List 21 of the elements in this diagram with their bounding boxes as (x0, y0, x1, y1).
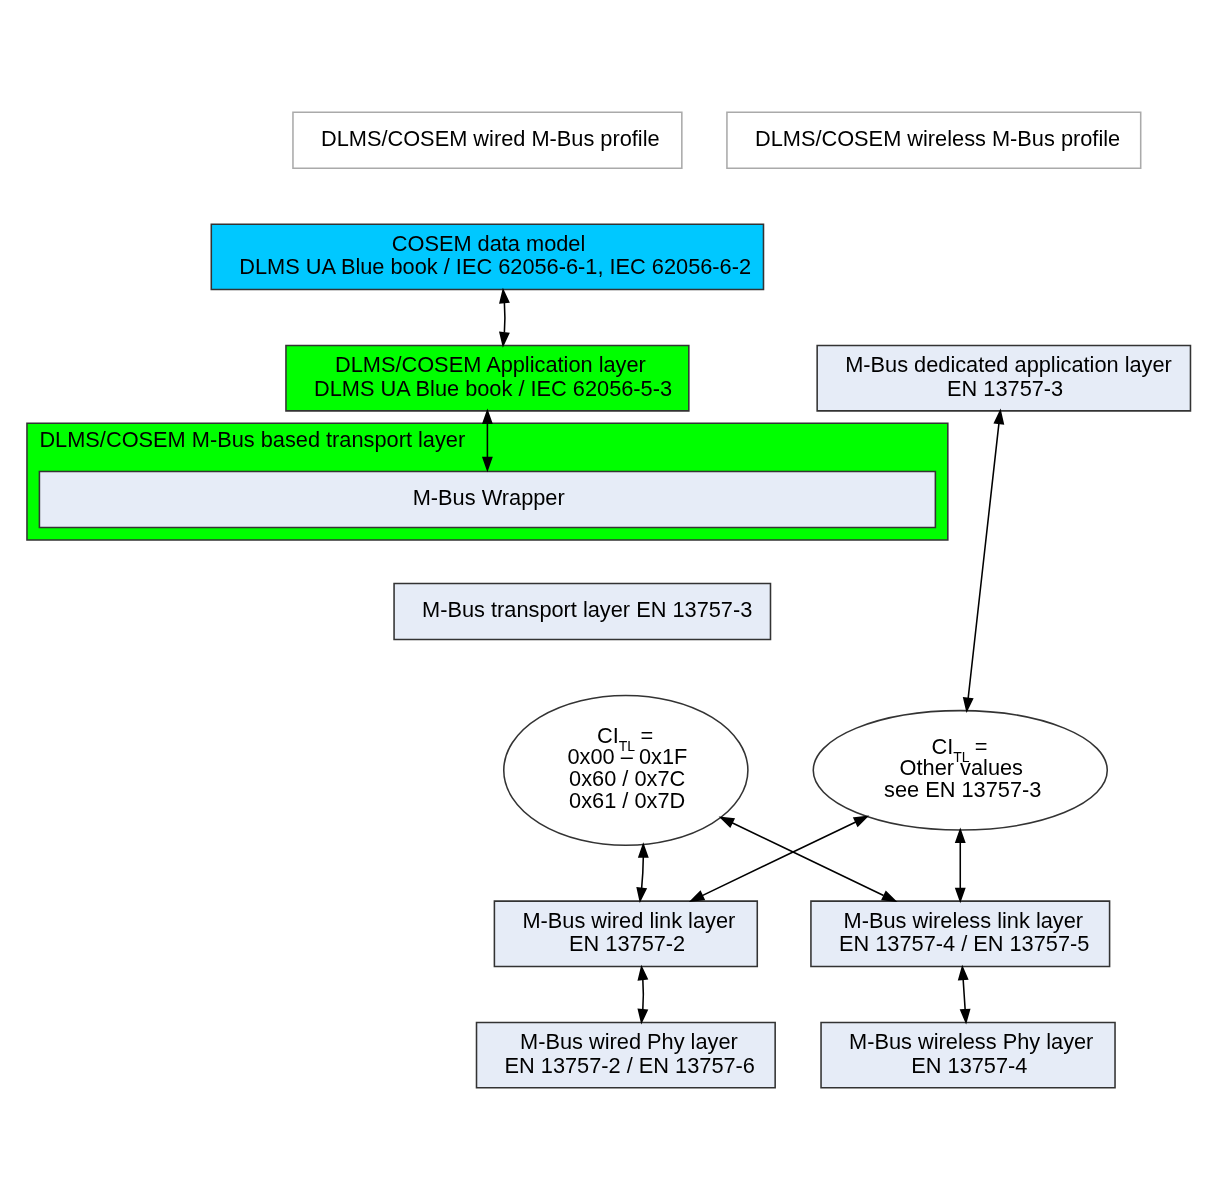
node-box: COSEM data model DLMS UA Blue book / IEC 62056-6-1, IEC 62056-6-2 (210, 223, 765, 291)
node-box: M-Bus Wrapper (38, 470, 937, 529)
node-box: DLMS/COSEM Application layer DLMS UA Blue book / IEC 62056-5-3 (285, 344, 690, 412)
arrow (957, 964, 971, 1025)
arrow (636, 842, 649, 904)
node-box: DLMS/COSEM wired M-Bus profile (292, 111, 683, 169)
arrow (688, 815, 870, 902)
arrow (954, 827, 966, 904)
node-box: DLMS/COSEM wireless M-Bus profile (726, 111, 1142, 169)
node-box: M-Bus wired link layer EN 13757-2 (493, 900, 759, 968)
node-box: M-Bus wireless Phy layer EN 13757-4 (820, 1021, 1116, 1089)
arrow (718, 816, 898, 903)
arrow (637, 964, 649, 1025)
node-box: M-Bus transport layer EN 13757-3 (393, 582, 772, 641)
arrow (499, 287, 510, 348)
node-box: M-Bus dedicated application layer EN 13757-3 (816, 344, 1192, 412)
node-ellipse: CI$_{TL}$ = 0x00 – 0x1F 0x60 / 0x7C 0x61 / 0x7D (503, 694, 749, 847)
arrow (481, 408, 493, 473)
node-box: M-Bus wired Phy layer EN 13757-2 / EN 13757-6 (475, 1021, 776, 1089)
node-box: M-Bus wireless link layer EN 13757-4 / EN 13757-5 (810, 900, 1111, 968)
arrow (962, 408, 1005, 714)
